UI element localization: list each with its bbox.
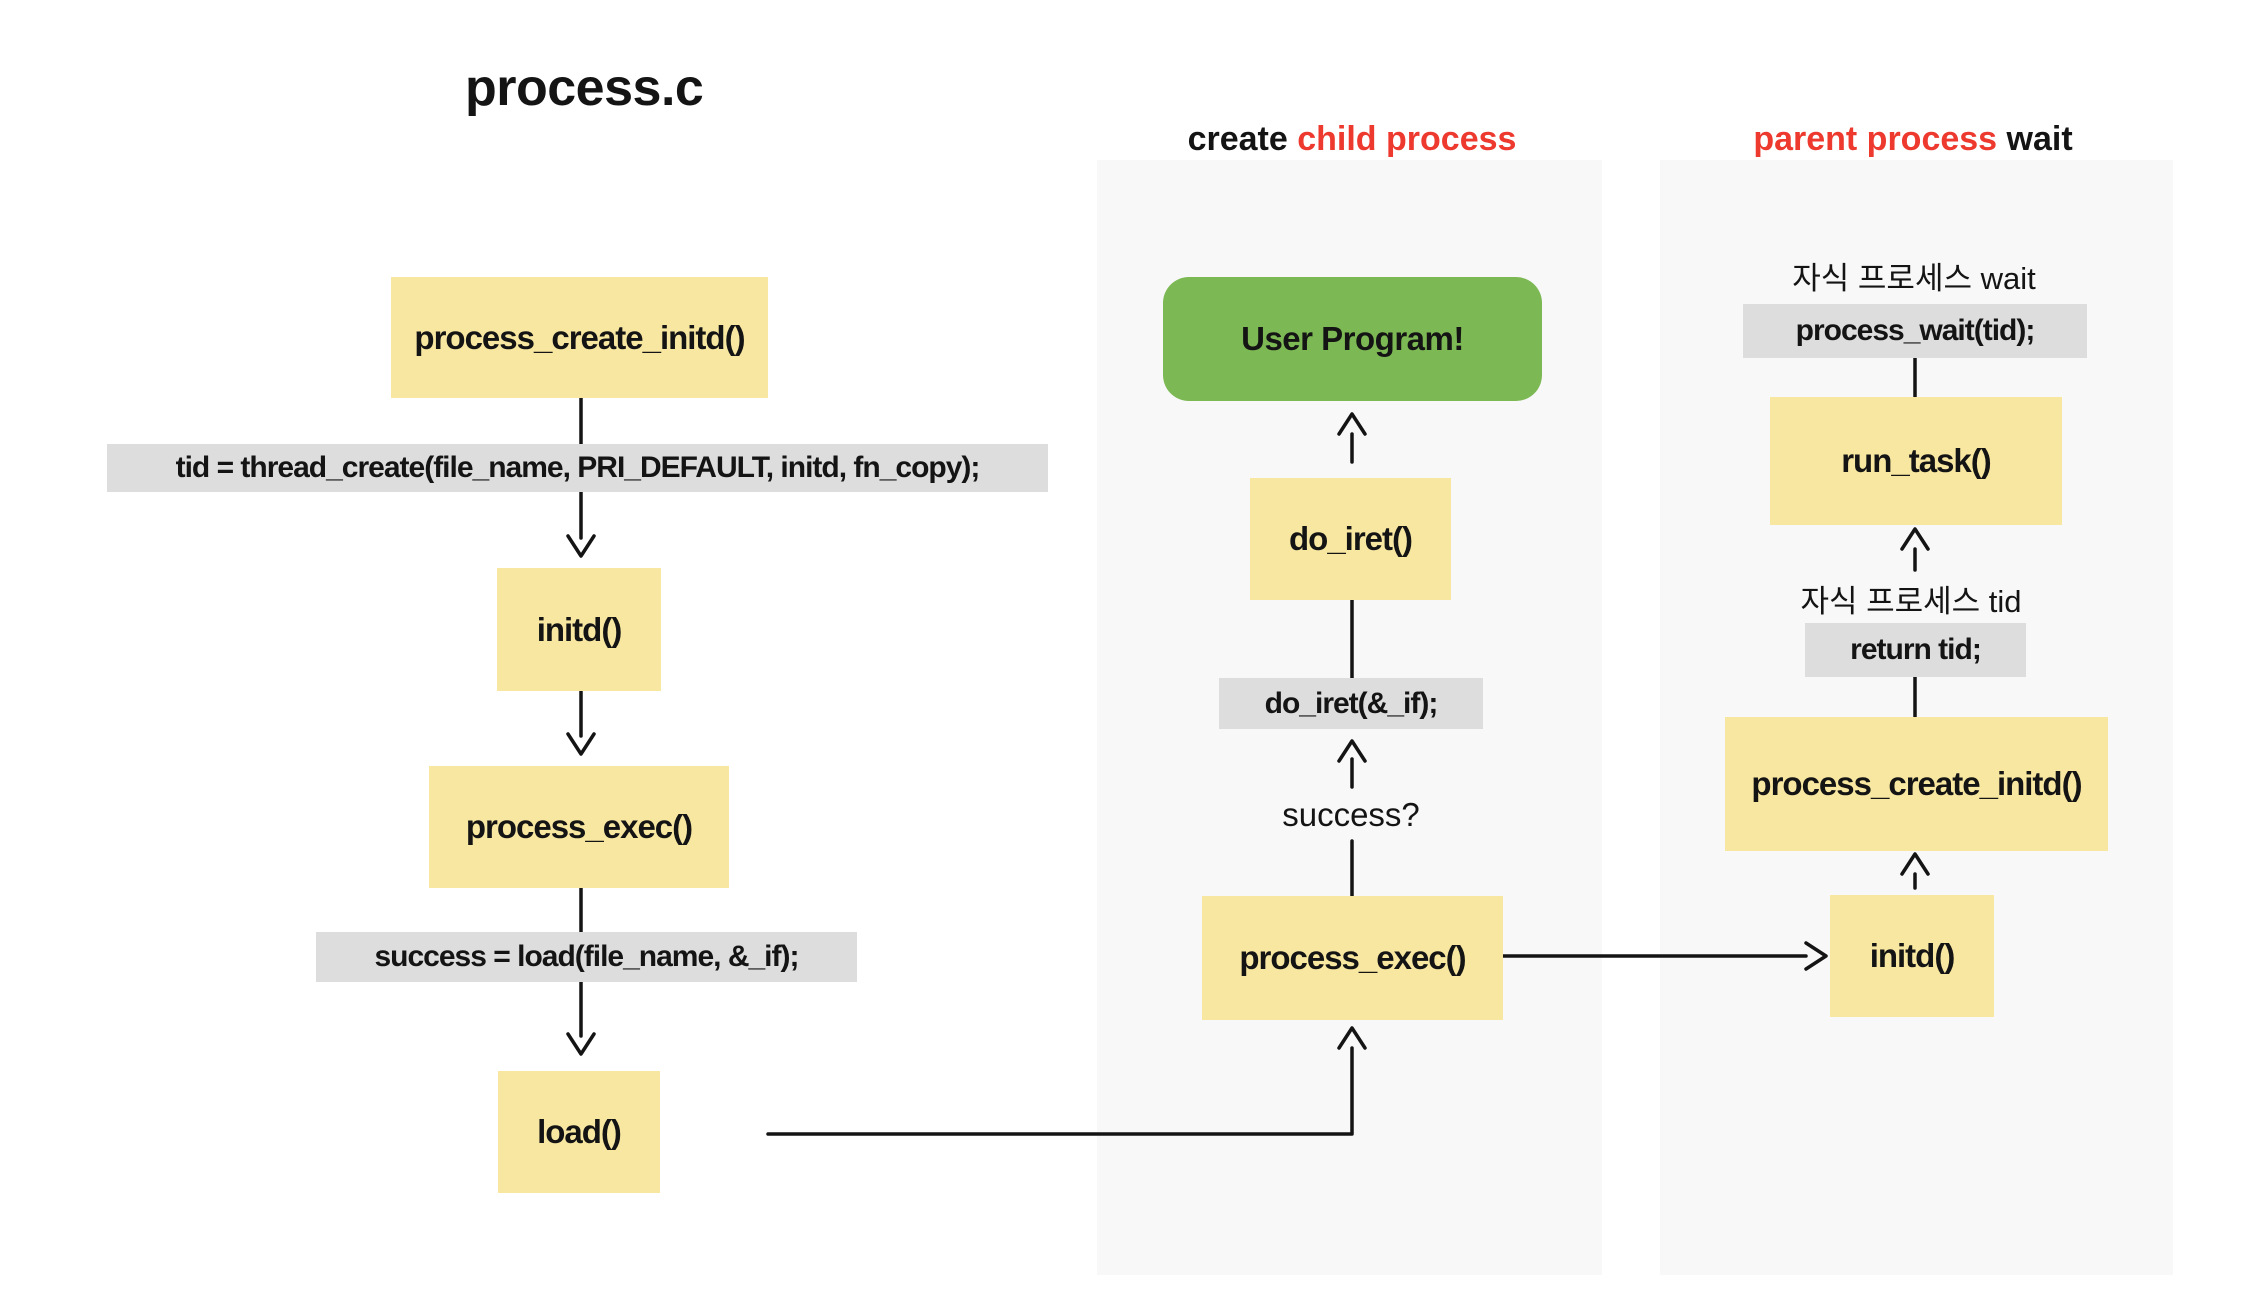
node-process-exec: process_exec() bbox=[429, 766, 729, 888]
child-process-header-red: child process bbox=[1297, 120, 1517, 158]
edge-threadcreate-to-initd bbox=[568, 492, 594, 556]
node-user-program: User Program! bbox=[1163, 277, 1542, 401]
parent-process-header-red: parent process bbox=[1753, 120, 1998, 158]
child-process-header-black: create bbox=[1187, 120, 1288, 158]
edge-processexec-to-initd-right bbox=[1503, 943, 1826, 969]
code-process-wait: process_wait(tid); bbox=[1743, 304, 2087, 358]
code-load: success = load(file_name, &_if); bbox=[316, 932, 857, 982]
node-initd: initd() bbox=[497, 568, 661, 691]
edge-doiret-to-userprogram bbox=[1339, 414, 1365, 462]
edge-load-to-processexec-middle bbox=[768, 1028, 1365, 1134]
node-process-exec-middle: process_exec() bbox=[1202, 896, 1503, 1020]
edge-initd-to-processexec bbox=[568, 691, 594, 754]
parent-process-header-black: wait bbox=[2006, 120, 2073, 158]
code-do-iret: do_iret(&_if); bbox=[1219, 678, 1483, 729]
edge-loadcode-to-load bbox=[568, 982, 594, 1054]
node-process-create-initd: process_create_initd() bbox=[391, 277, 768, 398]
child-process-header: create child process bbox=[1188, 120, 1517, 159]
success-label: success? bbox=[1282, 796, 1420, 833]
node-load: load() bbox=[498, 1071, 660, 1193]
edge-initd-to-pci-right bbox=[1902, 854, 1928, 888]
edge-returntid-to-runtask bbox=[1902, 529, 1928, 570]
code-return-tid: return tid; bbox=[1805, 623, 2026, 677]
parent-process-header: parent process wait bbox=[1753, 120, 2072, 159]
code-thread-create: tid = thread_create(file_name, PRI_DEFAU… bbox=[107, 444, 1048, 492]
node-initd-right: initd() bbox=[1830, 895, 1994, 1017]
node-run-task: run_task() bbox=[1770, 397, 2062, 525]
child-wait-label: 자식 프로세스 wait bbox=[1792, 261, 2036, 296]
node-process-create-initd-right: process_create_initd() bbox=[1725, 717, 2108, 851]
page-title: process.c bbox=[465, 59, 704, 117]
edge-success-to-doiretcode bbox=[1339, 741, 1365, 787]
node-do-iret: do_iret() bbox=[1250, 478, 1451, 600]
child-tid-label: 자식 프로세스 tid bbox=[1800, 584, 2022, 619]
